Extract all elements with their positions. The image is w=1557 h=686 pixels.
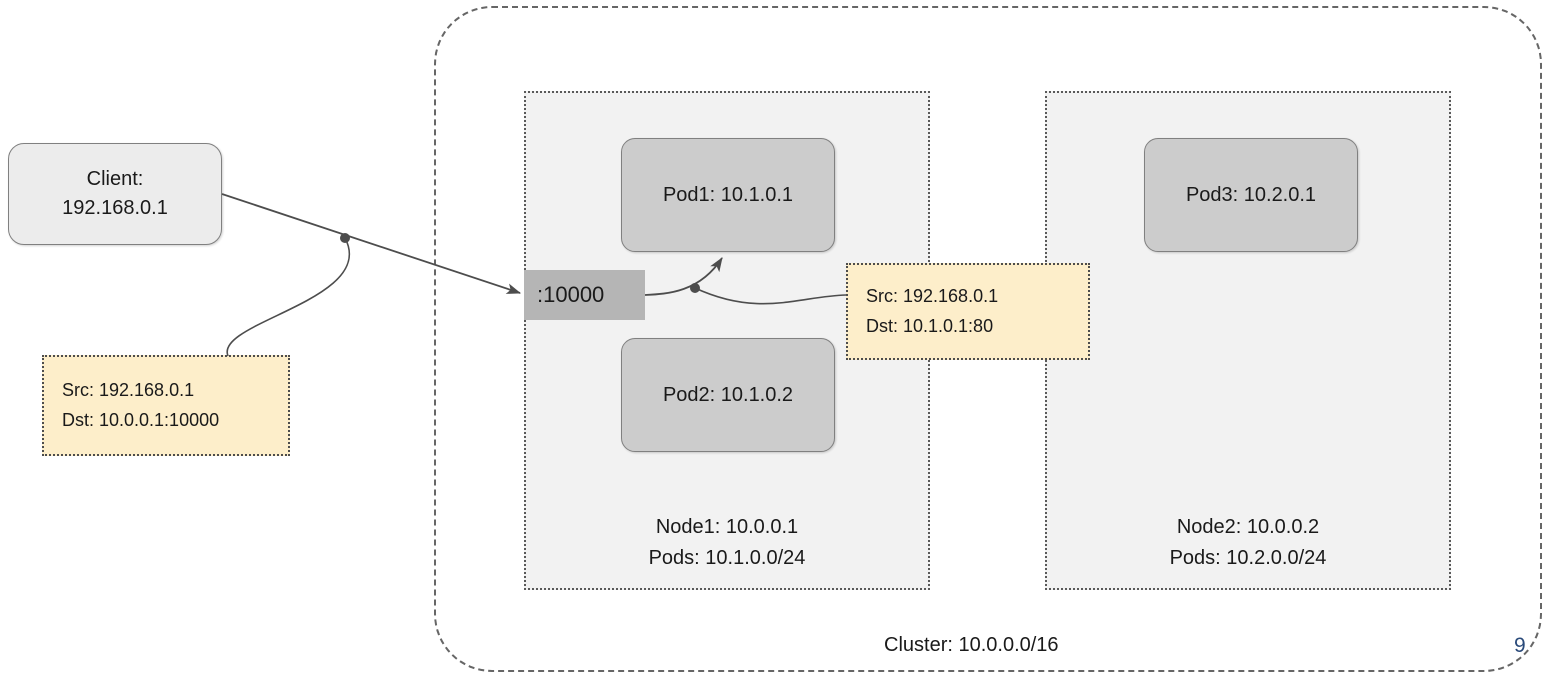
pod-box-pod1: Pod1: 10.1.0.1 [621, 138, 835, 252]
client-ip: 192.168.0.1 [62, 197, 168, 219]
callout-2-src: Src: 192.168.0.1 [866, 285, 999, 306]
client-box: Client: 192.168.0.1 [8, 143, 222, 245]
cluster-label: Cluster: 10.0.0.0/16 [884, 634, 1059, 656]
node1-name: Node1: 10.0.0.1 [655, 516, 799, 538]
callout-1-dst: Dst: 10.0.0.1:10000 [62, 409, 220, 430]
callout-2-dst: Dst: 10.1.0.1:80 [866, 315, 994, 336]
callout-dnat-to-pod: Src: 192.168.0.1 Dst: 10.1.0.1:80 [846, 263, 1090, 360]
callout-request-to-nodeport: Src: 192.168.0.1 Dst: 10.0.0.1:10000 [42, 355, 290, 456]
client-title: Client: [86, 168, 144, 190]
anchor-dot-callout-1 [340, 233, 350, 243]
node2-name: Node2: 10.0.0.2 [1176, 516, 1320, 538]
page-number: 9 [1514, 634, 1526, 657]
node1-pods-cidr: Pods: 10.1.0.0/24 [648, 547, 806, 569]
node1-label: Node1: 10.0.0.1 Pods: 10.1.0.0/24 [526, 512, 928, 574]
leader-callout-1 [226, 237, 350, 357]
pod-box-pod2: Pod2: 10.1.0.2 [621, 338, 835, 452]
nodeport-box: :10000 [524, 270, 645, 320]
pod-box-pod3: Pod3: 10.2.0.1 [1144, 138, 1358, 252]
node2-label: Node2: 10.0.0.2 Pods: 10.2.0.0/24 [1047, 512, 1449, 574]
node2-pods-cidr: Pods: 10.2.0.0/24 [1169, 547, 1327, 569]
callout-1-src: Src: 192.168.0.1 [62, 379, 195, 400]
cluster-boundary [434, 6, 1542, 672]
